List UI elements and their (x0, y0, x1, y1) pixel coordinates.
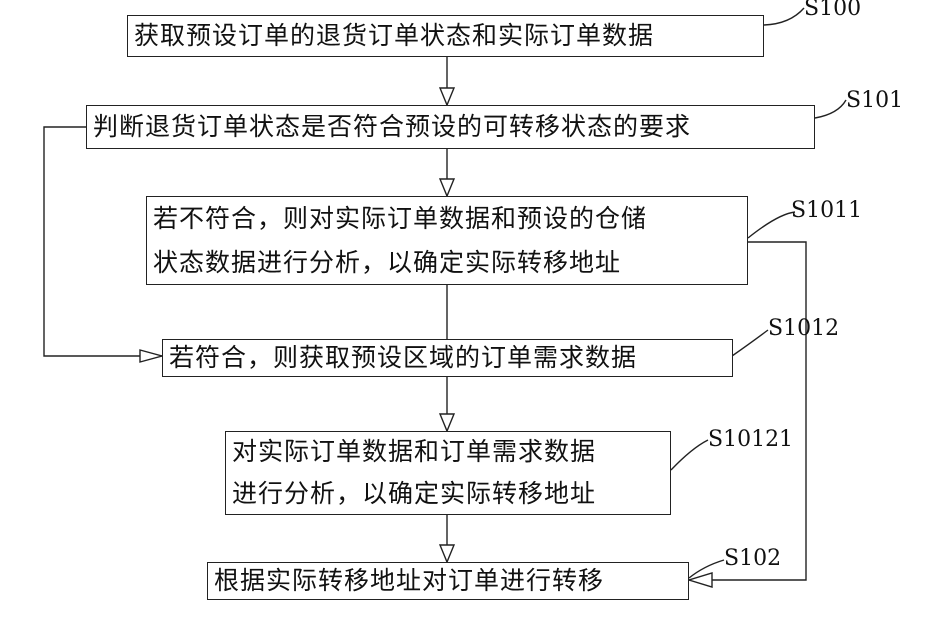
step-id-s101: S101 (846, 88, 903, 113)
arrowhead-s102 (440, 545, 454, 562)
arrowhead-s101 (440, 88, 454, 105)
arrowhead-s1012 (140, 350, 162, 362)
leader-s10121 (671, 440, 708, 470)
step-id-s100: S100 (804, 0, 861, 21)
leader-s101 (815, 100, 846, 118)
leader-s1011 (748, 212, 795, 238)
arrowhead-s10121 (440, 414, 454, 431)
step-text: 根据实际转移地址对订单进行转移 (214, 566, 604, 595)
step-id-s1011: S1011 (791, 198, 862, 223)
step-box-s100: 获取预设订单的退货订单状态和实际订单数据 (127, 15, 764, 57)
step-box-s102: 根据实际转移地址对订单进行转移 (207, 562, 689, 600)
step-id-s10121: S10121 (708, 427, 793, 452)
step-box-s1011: 若不符合，则对实际订单数据和预设的仓储 状态数据进行分析，以确定实际转移地址 (146, 196, 748, 285)
leader-s1012 (732, 330, 768, 356)
step-text-line-2: 进行分析，以确定实际转移地址 (232, 476, 664, 512)
step-box-s10121: 对实际订单数据和订单需求数据 进行分析，以确定实际转移地址 (225, 431, 671, 515)
arrowhead-s1011 (440, 179, 454, 196)
step-text-line-1: 对实际订单数据和订单需求数据 (232, 434, 664, 470)
connector-s101-to-s1012-loop (44, 127, 162, 356)
step-text: 若符合，则获取预设区域的订单需求数据 (169, 343, 637, 372)
step-text: 判断退货订单状态是否符合预设的可转移状态的要求 (93, 112, 691, 141)
step-text-line-1: 若不符合，则对实际订单数据和预设的仓储 (153, 201, 741, 237)
step-text: 获取预设订单的退货订单状态和实际订单数据 (134, 21, 654, 50)
connector-s1011-to-s102-loop (689, 242, 806, 580)
step-id-s1012: S1012 (768, 316, 839, 341)
step-box-s1012: 若符合，则获取预设区域的订单需求数据 (162, 339, 733, 377)
step-text-line-2: 状态数据进行分析，以确定实际转移地址 (153, 245, 741, 281)
step-box-s101: 判断退货订单状态是否符合预设的可转移状态的要求 (86, 105, 815, 149)
leader-s100 (764, 8, 804, 25)
step-id-s102: S102 (724, 546, 781, 571)
